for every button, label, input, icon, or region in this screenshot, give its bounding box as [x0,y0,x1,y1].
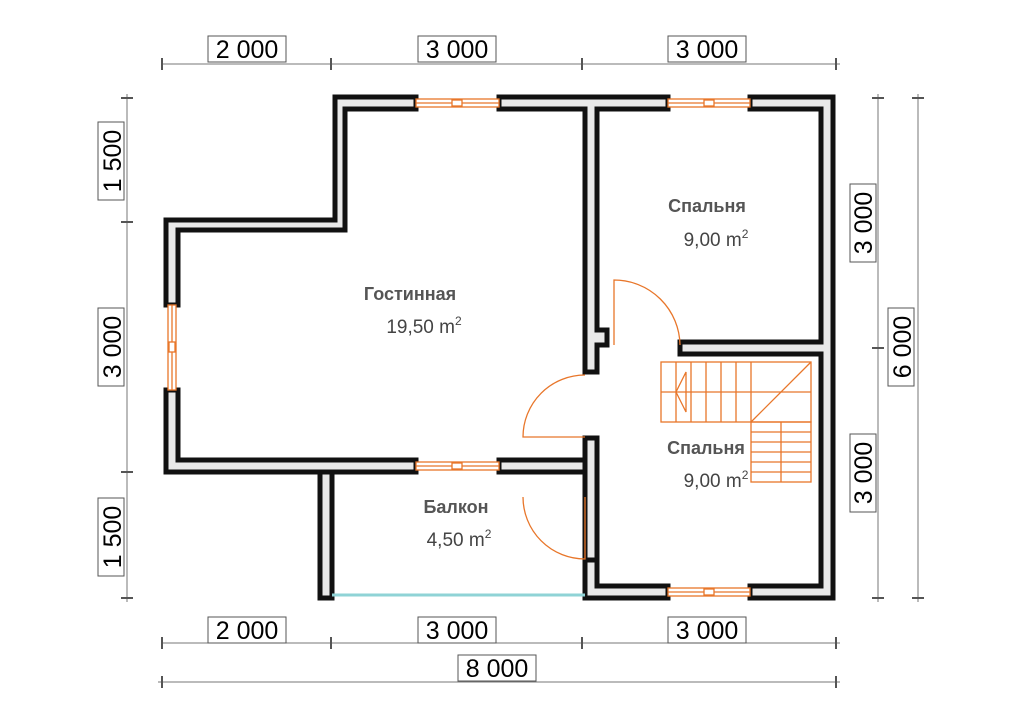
bottom-dim-2: 3 000 [426,617,489,645]
room-area-balcony: 4,50 m2 [427,527,492,551]
top-dim-2: 3 000 [426,36,489,64]
left-dim-2: 3 000 [99,316,127,379]
staircase [660,361,812,483]
bottom-dimensions: 2 000 3 000 3 000 8 000 [158,616,840,688]
windows [167,98,751,597]
room-name-bedroom-1: Спальня [668,196,746,216]
right-dim-2: 3 000 [850,442,878,505]
right-dim-1: 3 000 [850,192,878,255]
room-area-bedroom-2: 9,00 m2 [684,468,749,492]
room-name-bedroom-2: Спальня [667,438,745,458]
room-area-living: 19,50 m2 [386,314,462,338]
top-dim-3: 3 000 [676,36,739,64]
room-labels: Гостинная 19,50 m2 Спальня 9,00 m2 Спаль… [364,196,749,551]
bottom-total-dim: 8 000 [466,655,529,683]
bottom-dim-1: 2 000 [216,617,279,645]
doors [522,279,681,560]
walls [163,94,836,601]
top-dim-1: 2 000 [216,36,279,64]
room-name-living: Гостинная [364,284,456,304]
left-dim-1: 1 500 [99,130,127,193]
door-balcony [522,496,586,560]
door-bedroom-upper [613,279,681,346]
left-dimensions: 1 500 3 000 1 500 [97,94,133,602]
door-living [522,374,586,438]
top-dimensions: 2 000 3 000 3 000 [161,35,840,70]
left-dim-3: 1 500 [99,506,127,569]
room-name-balcony: Балкон [423,497,488,517]
right-total-dim: 6 000 [889,316,917,379]
room-area-bedroom-1: 9,00 m2 [684,227,749,251]
bottom-dim-3: 3 000 [676,617,739,645]
right-dimensions: 3 000 3 000 6 000 [849,94,924,602]
